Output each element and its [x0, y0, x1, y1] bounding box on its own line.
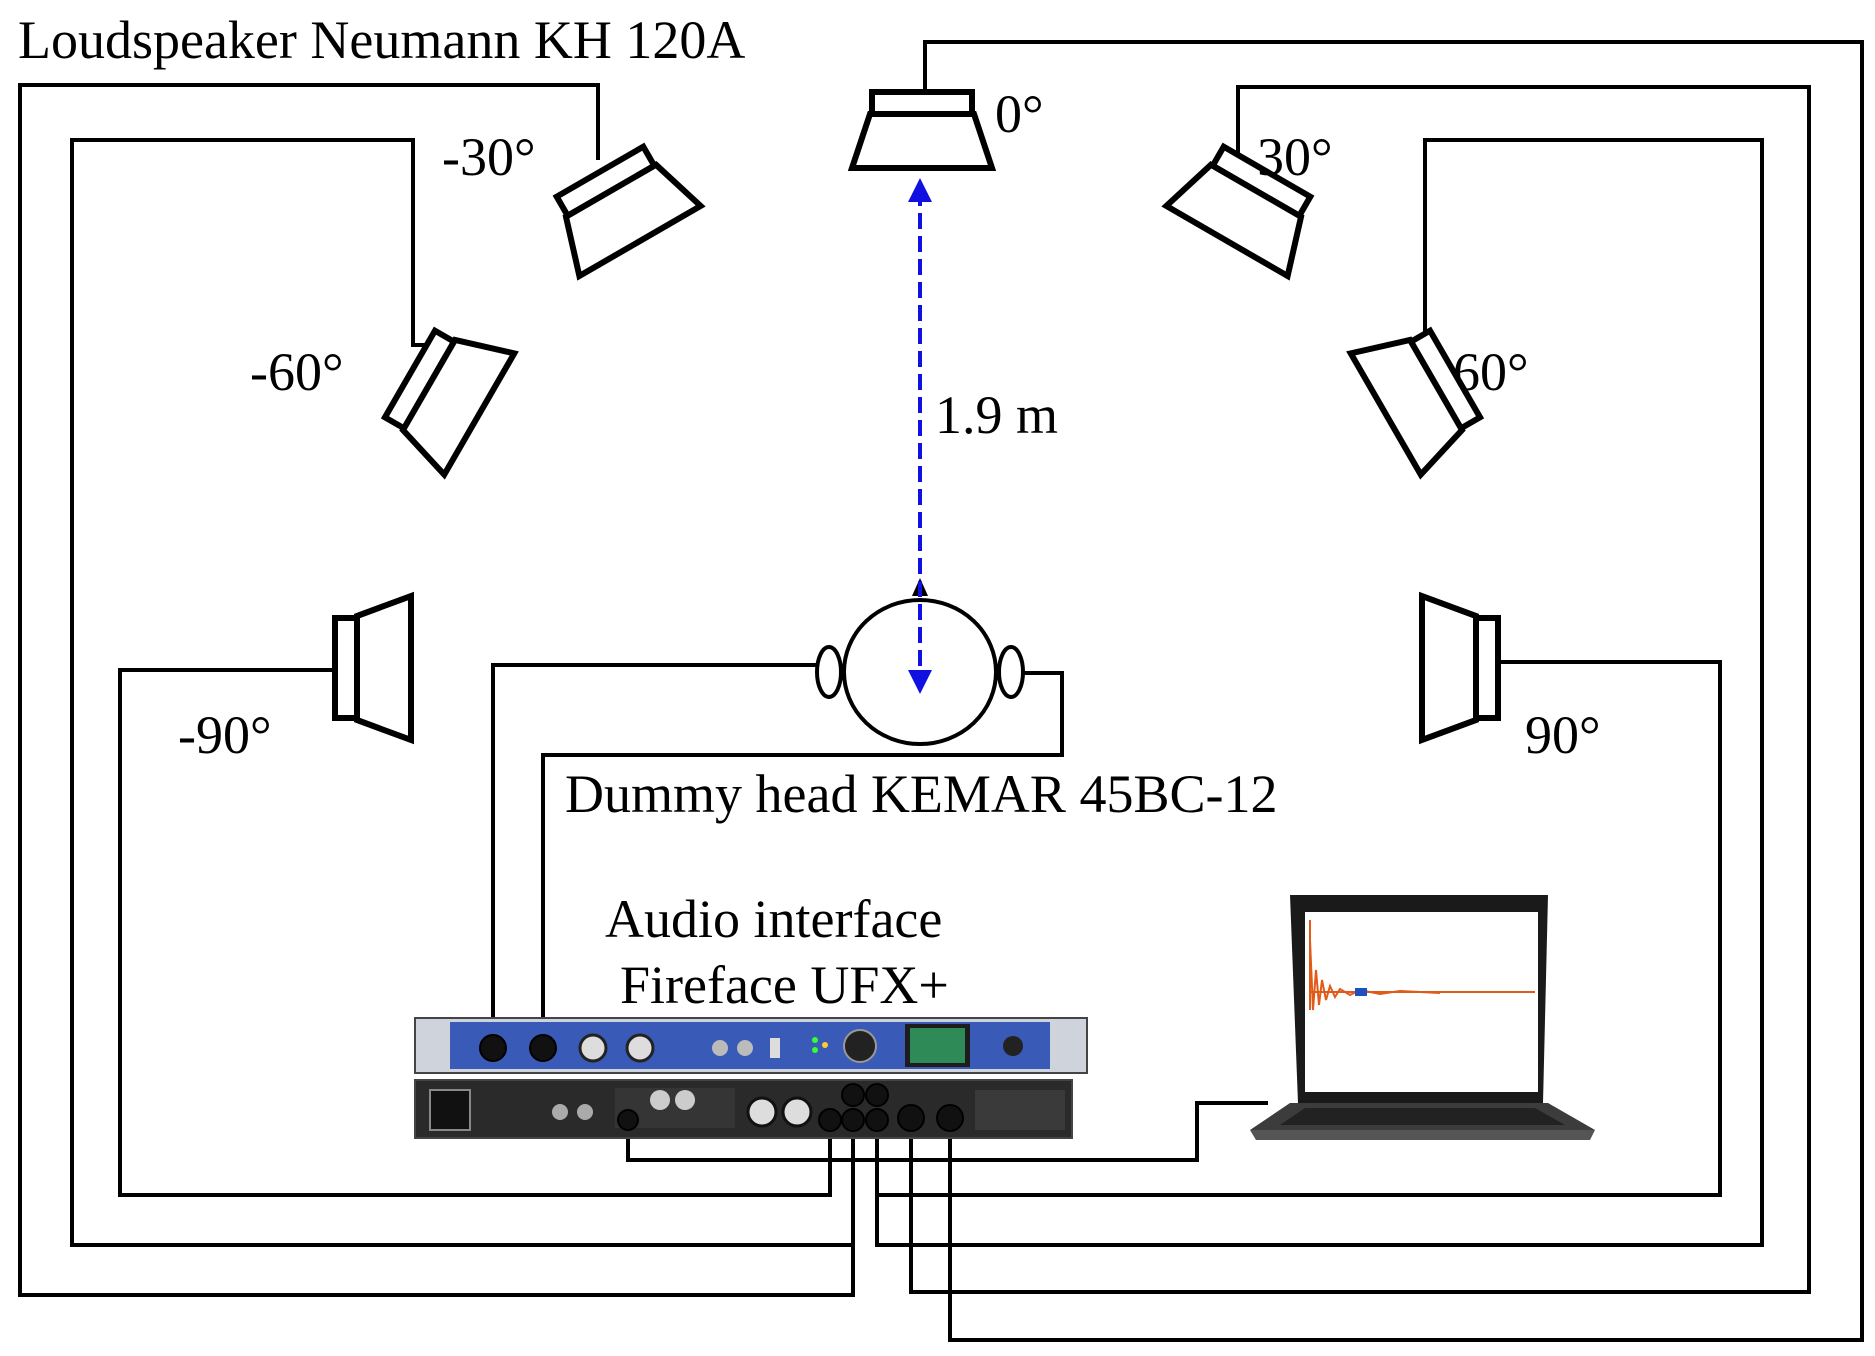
speaker-90 [1419, 591, 1501, 745]
audio-interface-label-line2: Fireface UFX+ [620, 955, 949, 1015]
wire-speaker-90 [875, 660, 1722, 1197]
speaker-neg30 [552, 142, 706, 281]
speaker-60 [1346, 326, 1485, 480]
output-jack-7-icon [936, 1104, 964, 1132]
wire-speaker-30 [909, 85, 1811, 1294]
wire-speaker-neg60 [70, 138, 855, 1247]
wire-speaker-0 [923, 40, 1864, 1342]
angle-label-neg30: -30° [442, 127, 536, 187]
output-jack-2-icon [841, 1108, 865, 1132]
wire-left-ear [491, 663, 818, 1048]
wire-right-ear [541, 671, 1064, 1048]
input-jack-2-icon [529, 1034, 557, 1062]
speaker-0 [847, 89, 997, 171]
angle-label-60: 60° [1453, 342, 1529, 402]
dummy-head-label: Dummy head KEMAR 45BC-12 [565, 764, 1277, 824]
output-jack-5-icon [865, 1083, 889, 1107]
output-jack-1-icon [818, 1108, 842, 1132]
head-icon [842, 598, 998, 746]
input-jack-1-icon [479, 1034, 507, 1062]
speaker-neg60 [380, 326, 519, 480]
angle-label-90: 90° [1525, 705, 1601, 765]
angle-label-30: 30° [1257, 127, 1333, 187]
output-jack-3-icon [865, 1108, 889, 1132]
angle-label-0: 0° [995, 84, 1044, 144]
speaker-neg90 [332, 591, 414, 745]
audio-interface-label-line1: Audio interface [605, 889, 942, 949]
wire-laptop [626, 1101, 1268, 1162]
output-jack-6-icon [897, 1104, 925, 1132]
distance-label: 1.9 m [935, 385, 1058, 445]
wire-speaker-60 [875, 138, 1764, 1247]
loudspeaker-label: Loudspeaker Neumann KH 120A [18, 10, 745, 70]
left-ear-icon [815, 645, 843, 699]
speaker-30 [1161, 142, 1315, 281]
laptop-icon [1250, 895, 1595, 1140]
angle-label-neg90: -90° [178, 705, 272, 765]
audio-interface [414, 1017, 1088, 1139]
usb-jack-icon [617, 1109, 639, 1131]
right-ear-icon [997, 645, 1025, 699]
wires [18, 40, 1864, 1342]
angle-label-neg60: -60° [250, 342, 344, 402]
output-jack-4-icon [841, 1083, 865, 1107]
wire-speaker-neg30 [18, 83, 855, 1297]
wire-speaker-neg90 [118, 668, 832, 1197]
